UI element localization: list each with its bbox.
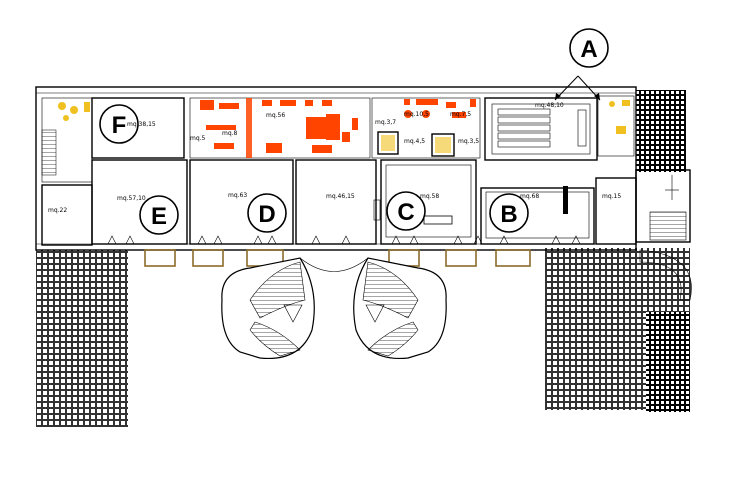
kitchen-equipment	[200, 98, 476, 158]
room-label: mq.38,15	[127, 121, 156, 128]
room-area-labels: mq.22 mq.57,10 mq.63 mq.46,15 mq.58 mq.6…	[48, 102, 621, 214]
courtyard-right	[545, 248, 692, 412]
zone-a-label: A	[580, 36, 597, 63]
zone-c-label: C	[397, 199, 414, 226]
room-label: mq.3,7	[375, 119, 396, 126]
zone-e-marker: E	[139, 195, 179, 235]
room-label: mq.10,5	[404, 111, 429, 118]
room-label: mq.68	[520, 193, 539, 200]
room-label: mq.8	[222, 130, 238, 137]
room-label: mq.7,5	[450, 111, 471, 118]
classroom-desks	[497, 108, 587, 148]
zone-f-label: F	[112, 112, 127, 139]
room-label: mq.63	[228, 192, 247, 199]
room-furniture	[373, 186, 568, 225]
zone-d-label: D	[258, 201, 275, 228]
room-walls	[41, 95, 637, 246]
zone-c-marker: C	[386, 191, 426, 231]
room-label: mq.56	[266, 112, 285, 119]
room-label: mq.48,10	[535, 102, 564, 109]
room-label: mq.58	[420, 193, 439, 200]
label-a-pointer	[554, 75, 601, 101]
zone-b-marker: B	[489, 193, 529, 233]
zone-f-marker: F	[99, 104, 139, 144]
facade-windows	[107, 235, 581, 267]
room-label: mq.4,5	[404, 138, 425, 145]
zone-a-marker: A	[569, 28, 609, 68]
zone-b-label: B	[500, 201, 517, 228]
room-label: mq.3,5	[458, 138, 479, 145]
zone-d-marker: D	[247, 193, 287, 233]
room-label: mq.46,15	[326, 193, 355, 200]
room-label: mq.22	[48, 207, 67, 214]
room-label: mq.5	[190, 135, 206, 142]
room-label: mq.15	[602, 193, 621, 200]
double-staircase	[221, 257, 447, 360]
right-wing	[635, 90, 691, 243]
sanitary-fixtures	[58, 100, 630, 153]
room-label: mq.57,10	[117, 195, 146, 202]
zone-e-label: E	[151, 203, 167, 230]
courtyard-left	[36, 250, 128, 427]
